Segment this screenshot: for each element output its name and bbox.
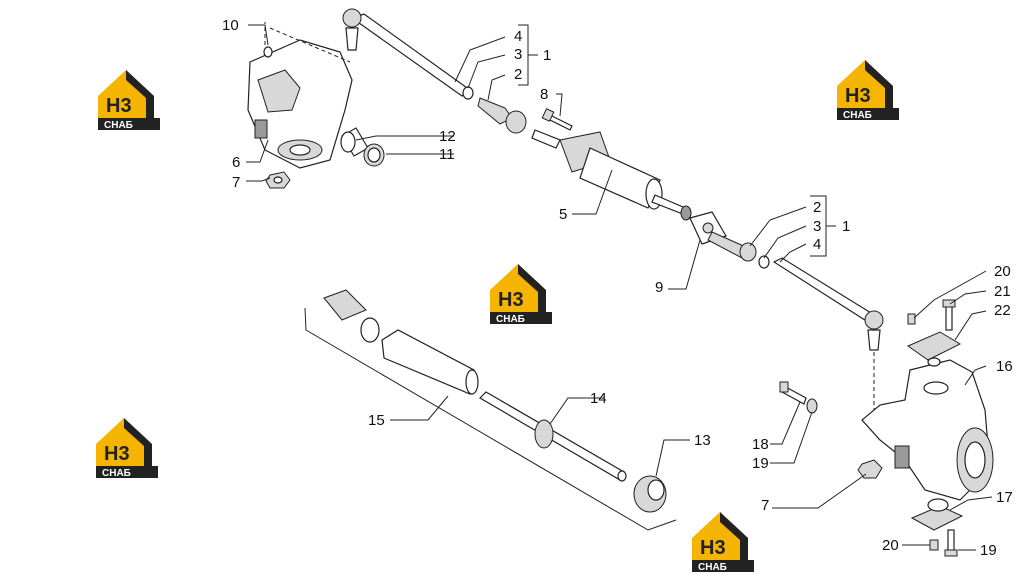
callout-15: 15	[368, 412, 385, 429]
callout-20-lower: 20	[882, 537, 899, 554]
tie-rod-upper	[342, 8, 474, 100]
steering-knuckle-right	[861, 359, 994, 501]
watermark-logo: H3 СНАБ	[490, 264, 552, 325]
watermark-logo: H3 СНАБ	[692, 512, 754, 573]
svg-text:СНАБ: СНАБ	[496, 314, 525, 325]
callout-9: 9	[655, 279, 663, 296]
bracket-upper	[518, 24, 538, 86]
bushing-12	[340, 127, 369, 157]
steering-cylinder-5	[531, 129, 692, 221]
callout-21: 21	[994, 283, 1011, 300]
piston-14	[534, 419, 554, 449]
callout-14: 14	[590, 390, 607, 407]
seal-11	[363, 143, 385, 167]
bracket-lower	[810, 195, 836, 257]
svg-text:H3: H3	[845, 85, 871, 107]
callout-17: 17	[996, 489, 1013, 506]
svg-text:СНАБ: СНАБ	[104, 120, 133, 131]
callout-2-lower: 2	[813, 199, 821, 216]
svg-text:СНАБ: СНАБ	[102, 468, 131, 479]
bolt-21	[942, 299, 956, 331]
callout-2-upper: 2	[514, 66, 522, 83]
svg-text:СНАБ: СНАБ	[843, 110, 872, 121]
pin-cap-22	[906, 331, 962, 367]
callout-19-lower: 19	[980, 542, 997, 559]
leader-lines	[246, 24, 993, 551]
watermark-logo: H3 СНАБ	[96, 418, 158, 479]
bolt-8	[541, 108, 573, 131]
svg-text:H3: H3	[700, 537, 726, 559]
ball-joint-2-upper	[477, 97, 527, 134]
callout-18: 18	[752, 436, 769, 453]
callout-19-left: 19	[752, 455, 769, 472]
callout-3-lower: 3	[813, 218, 821, 235]
watermark-logo: H3 СНАБ	[98, 70, 160, 131]
callout-1-upper: 1	[543, 47, 551, 64]
svg-text:H3: H3	[104, 443, 130, 465]
grease-fitting-20-upper	[907, 313, 916, 325]
watermark-logo: H3 СНАБ	[837, 60, 899, 121]
callout-3-upper: 3	[514, 46, 522, 63]
callout-7-lower: 7	[761, 497, 769, 514]
callout-4-lower: 4	[813, 236, 821, 253]
svg-text:H3: H3	[498, 289, 524, 311]
washer-19	[806, 398, 818, 414]
bolt-19-lower	[944, 529, 958, 557]
tie-rod-lower	[772, 257, 884, 420]
ball-joint-2-lower	[707, 231, 770, 269]
callout-16: 16	[996, 358, 1013, 375]
callout-13: 13	[694, 432, 711, 449]
callout-6: 6	[232, 154, 240, 171]
callout-4-upper: 4	[514, 28, 522, 45]
callout-5: 5	[559, 206, 567, 223]
cylinder-seal-kit-15	[304, 289, 677, 531]
pin-cap-17	[910, 498, 964, 531]
callout-10: 10	[222, 17, 239, 34]
bolt-18	[779, 381, 807, 405]
nut-7-upper	[265, 171, 291, 189]
callout-1-lower: 1	[842, 218, 850, 235]
svg-text:H3: H3	[106, 95, 132, 117]
callout-8: 8	[540, 86, 548, 103]
callout-22: 22	[994, 302, 1011, 319]
end-cap-13	[633, 475, 667, 513]
steering-knuckle-left	[247, 22, 353, 169]
callout-20-upper: 20	[994, 263, 1011, 280]
callout-11: 11	[439, 146, 455, 163]
nut-7-lower	[857, 459, 883, 479]
svg-text:СНАБ: СНАБ	[698, 562, 727, 573]
callout-12: 12	[439, 128, 456, 145]
callout-7-upper: 7	[232, 174, 240, 191]
grease-fitting-20-lower	[929, 539, 939, 551]
